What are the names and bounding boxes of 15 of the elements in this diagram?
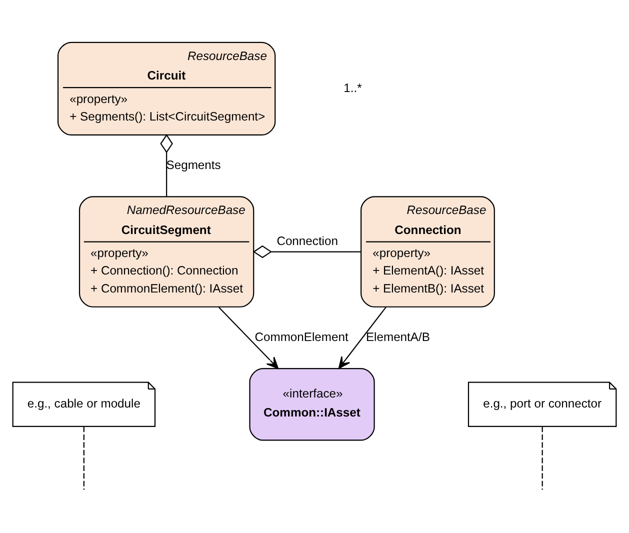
edge-label: Segments [166,158,221,172]
connector [160,134,173,197]
node-box: ResourceBase Connection «property» + ElementA(): IAsset + ElementB(): IAsset [360,196,495,308]
connector [83,426,84,490]
node-box: «interface» Common::IAsset [249,368,375,441]
edge-label: CommonElement [254,330,348,344]
edge-label: Connection [276,234,338,248]
connector [542,426,543,490]
arrow [218,306,279,369]
node-box: NamedResourceBase CircuitSegment «property» + Connection(): Connection + CommonElement(): IAsset [78,196,254,308]
edge-label: ElementA/B [366,330,430,344]
label: 1..* [344,80,362,95]
arrow [338,306,386,369]
connector [252,245,361,258]
node-box: ResourceBase Circuit «property» + Segments(): List<CircuitSegment> [57,42,276,136]
